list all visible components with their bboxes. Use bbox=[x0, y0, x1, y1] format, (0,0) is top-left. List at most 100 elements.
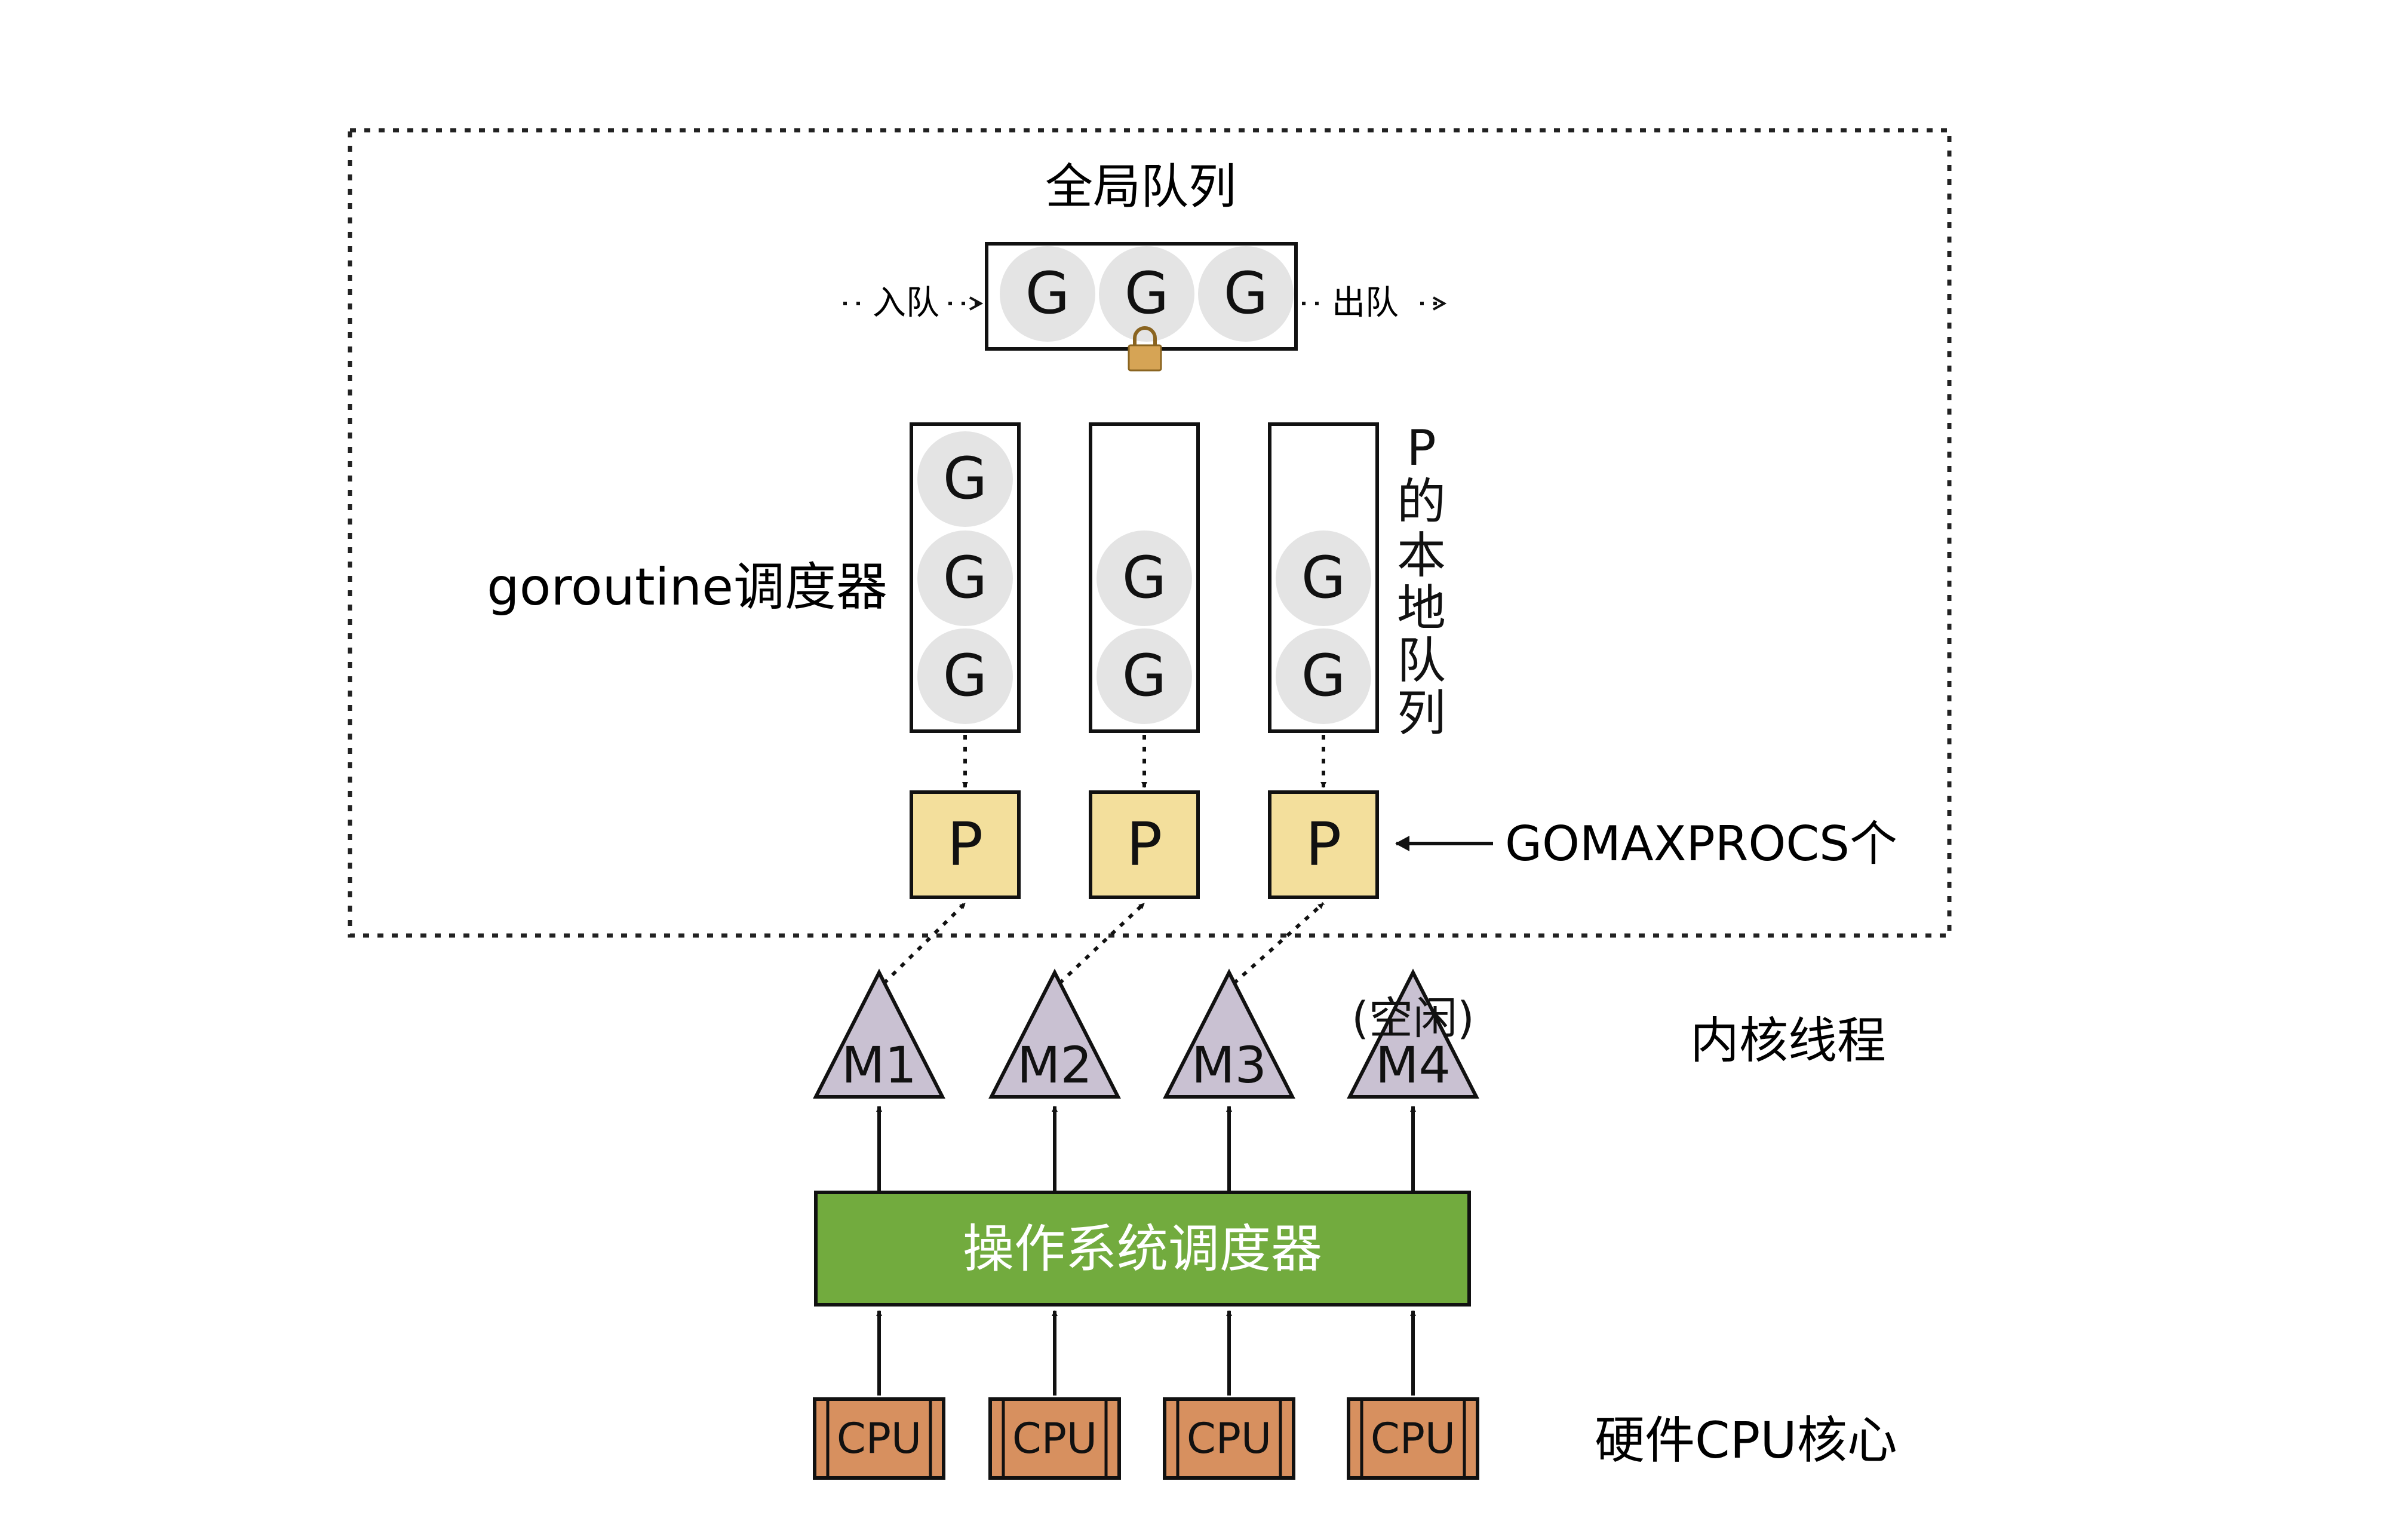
local-queue-3: GG P bbox=[1268, 422, 1379, 899]
goroutine-label: G bbox=[1125, 260, 1169, 327]
thread-label: M1 bbox=[841, 1036, 917, 1094]
thread-triangle bbox=[813, 968, 945, 1099]
goroutine-circle bbox=[917, 431, 1013, 527]
local-queue-label-char: 队 bbox=[1397, 633, 1446, 689]
processor-2: P bbox=[1089, 790, 1200, 899]
goroutine-circle bbox=[917, 530, 1013, 626]
processor-box bbox=[910, 790, 1021, 899]
goroutine-scheduler-boundary bbox=[348, 128, 1952, 938]
threads-label: 内核线程 bbox=[1690, 1013, 1886, 1069]
goroutine-circle bbox=[917, 628, 1013, 724]
cpu-label: CPU bbox=[1371, 1414, 1455, 1463]
global-queue-title: 全局队列 bbox=[1045, 159, 1236, 214]
processor-box bbox=[1089, 790, 1200, 899]
thread-processor-links bbox=[882, 901, 1325, 985]
processor-1: P bbox=[910, 790, 1021, 899]
dequeue-label: 出队 bbox=[1332, 284, 1399, 323]
goroutine: G bbox=[1099, 246, 1194, 342]
lock-icon bbox=[1128, 326, 1162, 372]
scheduler-label: goroutine调度器 bbox=[487, 557, 887, 617]
processor-label: P bbox=[1126, 809, 1162, 879]
processor-label: P bbox=[1306, 809, 1341, 879]
cpu-box bbox=[988, 1397, 1121, 1480]
goroutine-circle bbox=[1000, 246, 1095, 342]
thread-m1: M1 bbox=[813, 968, 945, 1099]
goroutine-label: G bbox=[1122, 544, 1166, 611]
goroutine-circle bbox=[1276, 628, 1371, 724]
cpu-cores: CPU CPU CPU CPU bbox=[813, 1397, 1479, 1480]
goroutine-label: G bbox=[1301, 642, 1346, 709]
goroutine-circle bbox=[1096, 530, 1192, 626]
kernel-threads: M1 M2 M3 M4(空闲) bbox=[813, 968, 1479, 1099]
os-to-thread-arrows bbox=[876, 1106, 1416, 1191]
local-queue-2: GG P bbox=[1089, 422, 1200, 899]
cpu-core-4: CPU bbox=[1347, 1397, 1479, 1480]
goroutine: G bbox=[917, 530, 1013, 626]
processor-box bbox=[1268, 790, 1379, 899]
goroutine-label: G bbox=[943, 544, 987, 611]
thread-processor-link bbox=[1058, 901, 1146, 985]
goroutine-label: G bbox=[1122, 642, 1166, 709]
goroutine-label: G bbox=[1224, 260, 1268, 327]
thread-m3: M3 bbox=[1163, 968, 1295, 1099]
cpu-label: CPU bbox=[837, 1414, 922, 1463]
local-queue-label-char: 的 bbox=[1397, 474, 1446, 530]
cpu-box bbox=[1163, 1397, 1295, 1480]
os-scheduler-label: 操作系统调度器 bbox=[963, 1219, 1322, 1279]
cpu-core-1: CPU bbox=[813, 1397, 945, 1480]
cpu-box bbox=[813, 1397, 945, 1480]
cpu-label: CPU bbox=[1012, 1414, 1097, 1463]
thread-processor-link bbox=[1233, 901, 1325, 985]
processor-label: P bbox=[947, 809, 983, 879]
goroutine-circle bbox=[1276, 530, 1371, 626]
local-queue-label-char: 地 bbox=[1397, 580, 1446, 637]
goroutine-label: G bbox=[1301, 544, 1346, 611]
goroutine-circle bbox=[1096, 628, 1192, 724]
goroutine-label: G bbox=[1025, 260, 1070, 327]
goroutine-circle bbox=[1198, 246, 1294, 342]
local-queue-label-char: 本 bbox=[1397, 528, 1446, 584]
enqueue-label-bg bbox=[865, 280, 947, 325]
cpu-label: CPU bbox=[1187, 1414, 1271, 1463]
goroutine: G bbox=[917, 628, 1013, 724]
cpu-core-3: CPU bbox=[1163, 1397, 1295, 1480]
thread-triangle bbox=[988, 968, 1121, 1099]
goroutine-circle bbox=[1099, 246, 1194, 342]
goroutine-label: G bbox=[943, 445, 987, 512]
os-scheduler-box bbox=[814, 1191, 1471, 1307]
thread-label: M3 bbox=[1191, 1036, 1267, 1094]
cpu-to-os-arrows bbox=[876, 1310, 1416, 1396]
goroutine: G bbox=[1096, 530, 1192, 626]
thread-label: M4 bbox=[1375, 1036, 1451, 1094]
thread-m4: M4(空闲) bbox=[1347, 968, 1479, 1099]
cpu-section-label: 硬件CPU核心 bbox=[1595, 1411, 1897, 1470]
thread-processor-link bbox=[882, 901, 967, 985]
thread-label: M2 bbox=[1017, 1036, 1092, 1094]
gomaxprocs-label: GOMAXPROCS个 bbox=[1505, 816, 1897, 872]
cpu-box bbox=[1347, 1397, 1479, 1480]
dequeue-label-bg bbox=[1321, 280, 1411, 325]
local-queue-label-char: 列 bbox=[1397, 685, 1446, 742]
enqueue-label: 入队 bbox=[873, 284, 939, 323]
goroutine: G bbox=[1000, 246, 1095, 342]
goroutine-label: G bbox=[943, 642, 987, 709]
cpu-core-2: CPU bbox=[988, 1397, 1121, 1480]
goroutine: G bbox=[1096, 628, 1192, 724]
thread-triangle bbox=[1347, 968, 1479, 1099]
goroutine: G bbox=[1276, 628, 1371, 724]
goroutine: G bbox=[1198, 246, 1294, 342]
goroutine: G bbox=[1276, 530, 1371, 626]
local-queue-label-char: P bbox=[1406, 420, 1436, 477]
thread-triangle bbox=[1163, 968, 1295, 1099]
thread-note: (空闲) bbox=[1352, 993, 1475, 1044]
goroutine: G bbox=[917, 431, 1013, 527]
thread-m2: M2 bbox=[988, 968, 1121, 1099]
processor-3: P bbox=[1268, 790, 1379, 899]
